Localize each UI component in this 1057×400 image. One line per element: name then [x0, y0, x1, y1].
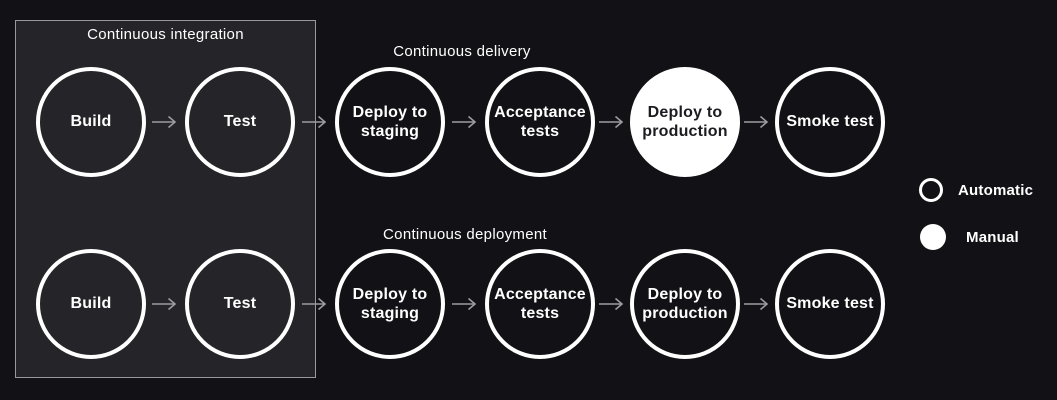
node-label: Deploy to production	[642, 103, 728, 140]
arrow-right-icon	[742, 296, 772, 312]
node-label: Smoke test	[786, 113, 874, 131]
node-label: Acceptance tests	[494, 103, 586, 140]
node-smoke-test: Smoke test	[775, 67, 885, 177]
node-deploy-to-staging: Deploy to staging	[335, 67, 445, 177]
legend-manual: Manual	[920, 224, 1019, 250]
node-smoke-test: Smoke test	[775, 249, 885, 359]
manual-circle-icon	[920, 224, 946, 250]
node-acceptance-tests: Acceptance tests	[485, 249, 595, 359]
node-deploy-to-production: Deploy to production	[630, 67, 740, 177]
continuous-integration-label: Continuous integration	[87, 26, 244, 43]
node-label: Acceptance tests	[494, 285, 586, 322]
arrow-right-icon	[450, 296, 480, 312]
legend-manual-label: Manual	[966, 228, 1019, 246]
continuous-deployment-heading: Continuous deployment	[383, 226, 547, 243]
node-build: Build	[36, 67, 146, 177]
legend-automatic-label: Automatic	[958, 181, 1034, 199]
node-label: Test	[223, 295, 257, 313]
arrow-right-icon	[450, 114, 480, 130]
arrow-right-icon	[150, 296, 180, 312]
arrow-right-icon	[300, 296, 330, 312]
arrow-right-icon	[597, 114, 627, 130]
node-deploy-to-production: Deploy to production	[630, 249, 740, 359]
node-label: Test	[223, 113, 257, 131]
node-test: Test	[185, 67, 295, 177]
node-label: Deploy to production	[642, 285, 728, 322]
node-deploy-to-staging: Deploy to staging	[335, 249, 445, 359]
node-build: Build	[36, 249, 146, 359]
arrow-right-icon	[300, 114, 330, 130]
automatic-circle-icon	[919, 178, 943, 202]
arrow-right-icon	[742, 114, 772, 130]
node-label: Deploy to staging	[352, 103, 428, 140]
legend-automatic: Automatic	[919, 178, 1033, 202]
node-label: Deploy to staging	[352, 285, 428, 322]
arrow-right-icon	[150, 114, 180, 130]
node-acceptance-tests: Acceptance tests	[485, 67, 595, 177]
node-test: Test	[185, 249, 295, 359]
node-label: Build	[70, 113, 112, 131]
continuous-delivery-heading: Continuous delivery	[393, 43, 531, 60]
node-label: Smoke test	[786, 295, 874, 313]
arrow-right-icon	[597, 296, 627, 312]
node-label: Build	[70, 295, 112, 313]
